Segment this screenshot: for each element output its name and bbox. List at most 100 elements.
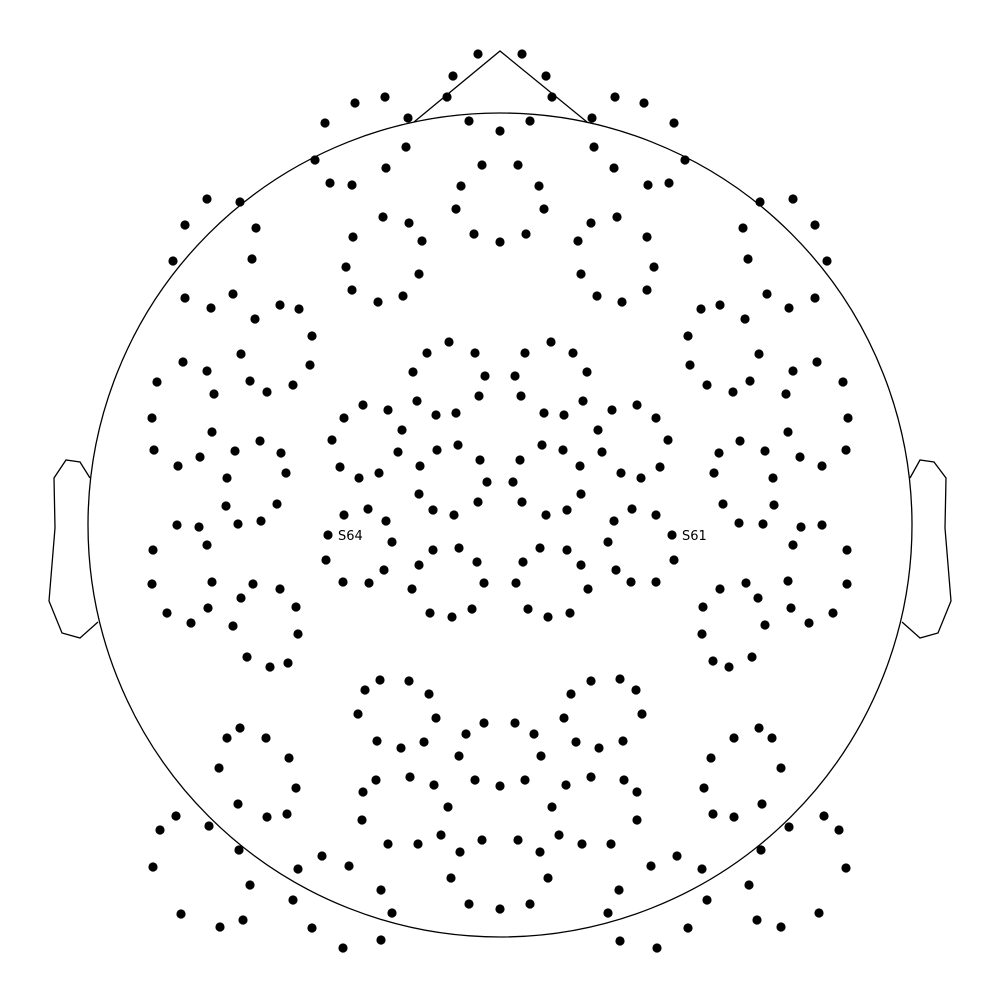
sensor-dot — [364, 578, 374, 588]
sensor-dot — [233, 799, 243, 809]
sensor-dot — [757, 799, 767, 809]
sensor-dot — [422, 348, 432, 358]
sensor-dot — [374, 468, 384, 478]
sensor-dot — [612, 212, 622, 222]
sensor-dot — [415, 461, 425, 471]
sensor-dot — [288, 895, 298, 905]
sensor-dot — [446, 873, 456, 883]
sensor-dot — [708, 656, 718, 666]
sensor-dot — [810, 220, 820, 230]
sensor-dot — [513, 835, 523, 845]
sensor-dot — [576, 489, 586, 499]
sensor-dot — [583, 584, 593, 594]
sensor-dot — [841, 445, 851, 455]
sensor-dot — [387, 537, 397, 547]
sensor-dot — [215, 922, 225, 932]
sensor-dot — [180, 220, 190, 230]
sensor-dot — [207, 427, 217, 437]
sensor-dot — [448, 71, 458, 81]
sensor-dot — [251, 223, 261, 233]
sensor-dot — [335, 462, 345, 472]
sensor-dot — [372, 736, 382, 746]
sensor-dot — [195, 452, 205, 462]
sensor-dot — [819, 811, 829, 821]
sensor-dot — [454, 543, 464, 553]
sensor-dot — [275, 300, 285, 310]
sensor-dot — [228, 289, 238, 299]
sensor-dot — [546, 337, 556, 347]
sensor-dot — [651, 577, 661, 587]
sensor-dot — [663, 435, 673, 445]
sensor-dot — [265, 662, 275, 672]
sensor-dot — [632, 400, 642, 410]
sensor-dot — [603, 908, 613, 918]
sensor-dot — [615, 936, 625, 946]
sensor-dot — [508, 477, 518, 487]
sensor-dot — [735, 436, 745, 446]
sensor-dot — [618, 736, 628, 746]
sensor-dot — [576, 560, 586, 570]
sensor-dot — [698, 602, 708, 612]
sensor-dot — [611, 565, 621, 575]
sensor-dot — [814, 908, 824, 918]
sensor-dot — [152, 377, 162, 387]
sensor-dot — [444, 337, 454, 347]
sensor-dot — [242, 652, 252, 662]
sensor-dot — [379, 565, 389, 575]
sensor-dot — [683, 923, 693, 933]
sensor-dot — [669, 118, 679, 128]
sensor-dot — [788, 194, 798, 204]
sensor-dot — [534, 181, 544, 191]
sensor-dot — [767, 733, 777, 743]
sensor-dot — [403, 113, 413, 123]
sensor-dot — [539, 408, 549, 418]
head-outline — [87, 112, 913, 938]
sensor-dot — [338, 943, 348, 953]
sensor-dot — [511, 578, 521, 588]
sensor-dot — [353, 709, 363, 719]
sensor-dot — [293, 864, 303, 874]
sensor-dot — [464, 116, 474, 126]
sensor-dot — [525, 899, 535, 909]
sensor-dot — [812, 357, 822, 367]
sensor-dot — [783, 576, 793, 586]
sensor-dot — [706, 753, 716, 763]
sensor-dot — [578, 396, 588, 406]
sensor-dot — [236, 593, 246, 603]
sensor-dot — [288, 380, 298, 390]
sensor-dot — [358, 787, 368, 797]
sensor-dot — [479, 718, 489, 728]
sensor-dot — [685, 360, 695, 370]
sensor-dot — [559, 713, 569, 723]
sensor-dot — [470, 775, 480, 785]
sensor-dot — [639, 98, 649, 108]
sensor-dot — [339, 413, 349, 423]
sensor-dot — [272, 499, 282, 509]
sensor-dot — [401, 142, 411, 152]
sensor-dot — [626, 577, 636, 587]
sensor-dot — [788, 540, 798, 550]
sensor-dot — [510, 371, 520, 381]
sensor-dot — [702, 380, 712, 390]
sensor-dot — [204, 821, 214, 831]
sensor-dot — [376, 885, 386, 895]
sensor-dot — [667, 530, 677, 540]
sensor-dot — [283, 658, 293, 668]
sensor-dot — [714, 448, 724, 458]
sensor-dot — [495, 237, 505, 247]
sensor-dot — [593, 425, 603, 435]
sensor-dot — [760, 446, 770, 456]
sensor-dot — [347, 285, 357, 295]
sensor-dot — [275, 584, 285, 594]
sensor-dot — [547, 92, 557, 102]
sensor-dot — [436, 830, 446, 840]
sensor-dot — [796, 522, 806, 532]
sensor-dot — [291, 602, 301, 612]
sensor-dot — [375, 675, 385, 685]
sensor-dot — [404, 676, 414, 686]
sensor-dot — [541, 71, 551, 81]
sensor-dot — [562, 545, 572, 555]
sensor-dot — [562, 505, 572, 515]
sensor-dot — [642, 232, 652, 242]
